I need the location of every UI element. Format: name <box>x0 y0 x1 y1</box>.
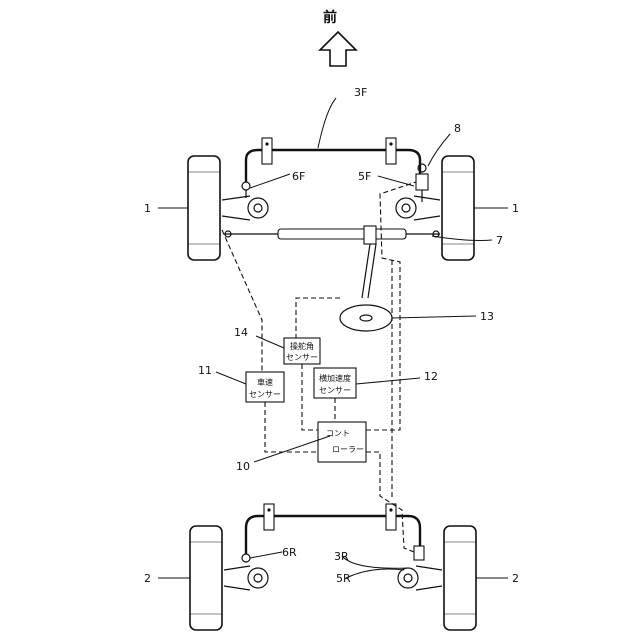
controller-box: コント ローラー <box>318 422 366 462</box>
label-1-right: 1 <box>512 202 519 215</box>
label-10: 10 <box>236 460 250 473</box>
steering-rack <box>224 226 440 244</box>
rear-stabilizer-bar <box>246 504 420 554</box>
front-right-hub <box>396 196 440 220</box>
front-stabilizer-bar <box>246 138 420 182</box>
front-right-tire <box>442 156 474 260</box>
steering-angle-sensor-box: 操舵角 センサー <box>284 338 320 364</box>
svg-text:ローラー: ローラー <box>332 445 364 454</box>
vehicle-speed-sensor-box: 車速 センサー <box>246 372 284 402</box>
label-13: 13 <box>480 310 494 323</box>
label-12: 12 <box>424 370 438 383</box>
label-6r: 6R <box>282 546 297 559</box>
label-3r: 3R <box>334 550 349 563</box>
front-left-tire <box>188 156 220 260</box>
svg-text:センサー: センサー <box>286 353 318 362</box>
rear-left-hub <box>224 554 268 590</box>
svg-text:操舵角: 操舵角 <box>290 341 314 351</box>
label-1-left: 1 <box>144 202 151 215</box>
lateral-accel-sensor-box: 横加速度 センサー <box>314 368 356 398</box>
svg-text:横加速度: 横加速度 <box>319 373 351 383</box>
label-5f: 5F <box>358 170 371 183</box>
rear-right-tire <box>444 526 476 630</box>
label-3f: 3F <box>354 86 367 99</box>
front-left-hub <box>222 182 268 220</box>
forward-arrow <box>320 32 356 66</box>
label-14: 14 <box>234 326 248 339</box>
label-11: 11 <box>198 364 212 377</box>
label-7: 7 <box>496 234 503 247</box>
steering-column <box>362 244 376 298</box>
steering-wheel <box>340 305 392 331</box>
svg-text:車速: 車速 <box>257 377 273 387</box>
label-8: 8 <box>454 122 461 135</box>
svg-text:センサー: センサー <box>319 386 351 395</box>
label-6f: 6F <box>292 170 305 183</box>
rear-left-tire <box>190 526 222 630</box>
svg-text:センサー: センサー <box>249 390 281 399</box>
label-2-left: 2 <box>144 572 151 585</box>
label-2-right: 2 <box>512 572 519 585</box>
label-5r: 5R <box>336 572 351 585</box>
direction-label: 前 <box>323 9 337 26</box>
